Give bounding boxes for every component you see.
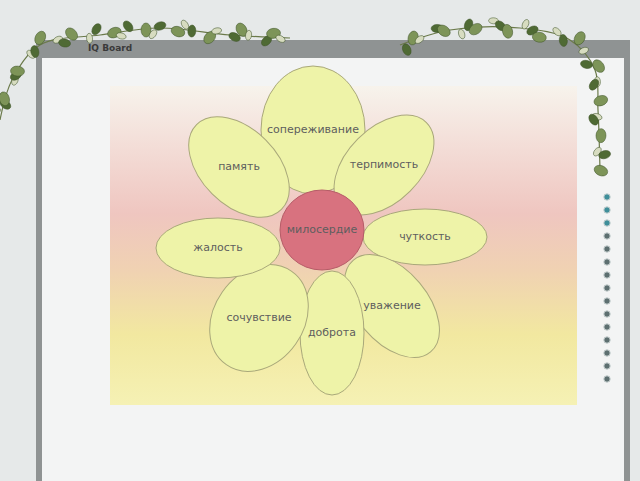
node-text: память bbox=[218, 160, 260, 173]
ivy-leaf bbox=[587, 112, 600, 126]
board-button bbox=[604, 220, 610, 226]
board-button bbox=[604, 376, 610, 382]
node-text: доброта bbox=[308, 326, 356, 339]
ivy-leaf bbox=[211, 27, 222, 35]
projection bbox=[110, 86, 577, 405]
board-button bbox=[604, 311, 610, 317]
ivy-leaf bbox=[33, 29, 48, 46]
node-text: сочувствие bbox=[226, 311, 291, 324]
ivy-leaf bbox=[457, 28, 466, 39]
ivy-leaf bbox=[275, 34, 287, 44]
board-button bbox=[604, 324, 610, 330]
ivy-leaf bbox=[63, 26, 80, 43]
ivy-leaf bbox=[414, 34, 426, 45]
ivy-leaf bbox=[90, 22, 103, 36]
ivy-leaf bbox=[245, 30, 252, 41]
center-circle: милосердие bbox=[280, 188, 364, 272]
board-button bbox=[604, 363, 610, 369]
brand-label: IQ Board bbox=[88, 43, 132, 53]
ivy-leaf bbox=[559, 34, 569, 47]
circle-shape bbox=[280, 190, 364, 270]
ivy-leaf bbox=[116, 32, 127, 40]
ivy-leaf bbox=[0, 107, 1, 113]
ivy-leaf bbox=[30, 45, 40, 58]
board-button bbox=[604, 337, 610, 343]
board-button bbox=[604, 233, 610, 239]
ivy-leaf bbox=[58, 38, 71, 48]
ivy-leaf bbox=[593, 163, 610, 178]
ivy-leaf bbox=[598, 149, 612, 160]
node-text: уважение bbox=[363, 299, 421, 312]
button-strip bbox=[604, 194, 610, 382]
node-text: сопереживание bbox=[267, 123, 359, 136]
ivy-leaf bbox=[467, 21, 484, 37]
ivy-leaf bbox=[435, 23, 452, 39]
ivy-leaf bbox=[590, 58, 607, 75]
board-button bbox=[604, 298, 610, 304]
petal-shape bbox=[300, 271, 364, 395]
ivy-leaf bbox=[187, 25, 196, 38]
node-text: терпимость bbox=[350, 158, 418, 171]
board-frame bbox=[36, 40, 630, 481]
ivy-leaf bbox=[578, 46, 590, 56]
ivy-leaf bbox=[121, 19, 135, 33]
ivy-leaf bbox=[153, 20, 167, 31]
board-button bbox=[604, 246, 610, 252]
node-text: жалость bbox=[193, 241, 242, 254]
ivy-leaf bbox=[587, 77, 600, 91]
ivy-leaf bbox=[596, 128, 606, 142]
node-text: чуткость bbox=[399, 230, 451, 243]
ivy-leaf bbox=[86, 33, 93, 44]
board-button bbox=[604, 272, 610, 278]
ivy-leaf bbox=[580, 59, 593, 69]
board-button bbox=[604, 194, 610, 200]
board-surface bbox=[42, 58, 624, 481]
ivy-leaf bbox=[0, 91, 11, 107]
ivy-leaf bbox=[10, 66, 25, 77]
ivy-leaf bbox=[501, 23, 514, 39]
board-button bbox=[604, 207, 610, 213]
node-text: милосердие bbox=[287, 223, 358, 236]
ivy-leaf bbox=[572, 30, 588, 47]
petal-shape bbox=[156, 218, 280, 278]
ivy-vine bbox=[0, 28, 290, 120]
ivy-leaf bbox=[593, 94, 609, 108]
board-button bbox=[604, 285, 610, 291]
board-button bbox=[604, 350, 610, 356]
ivy-leaf bbox=[532, 31, 547, 43]
board-button bbox=[604, 259, 610, 265]
